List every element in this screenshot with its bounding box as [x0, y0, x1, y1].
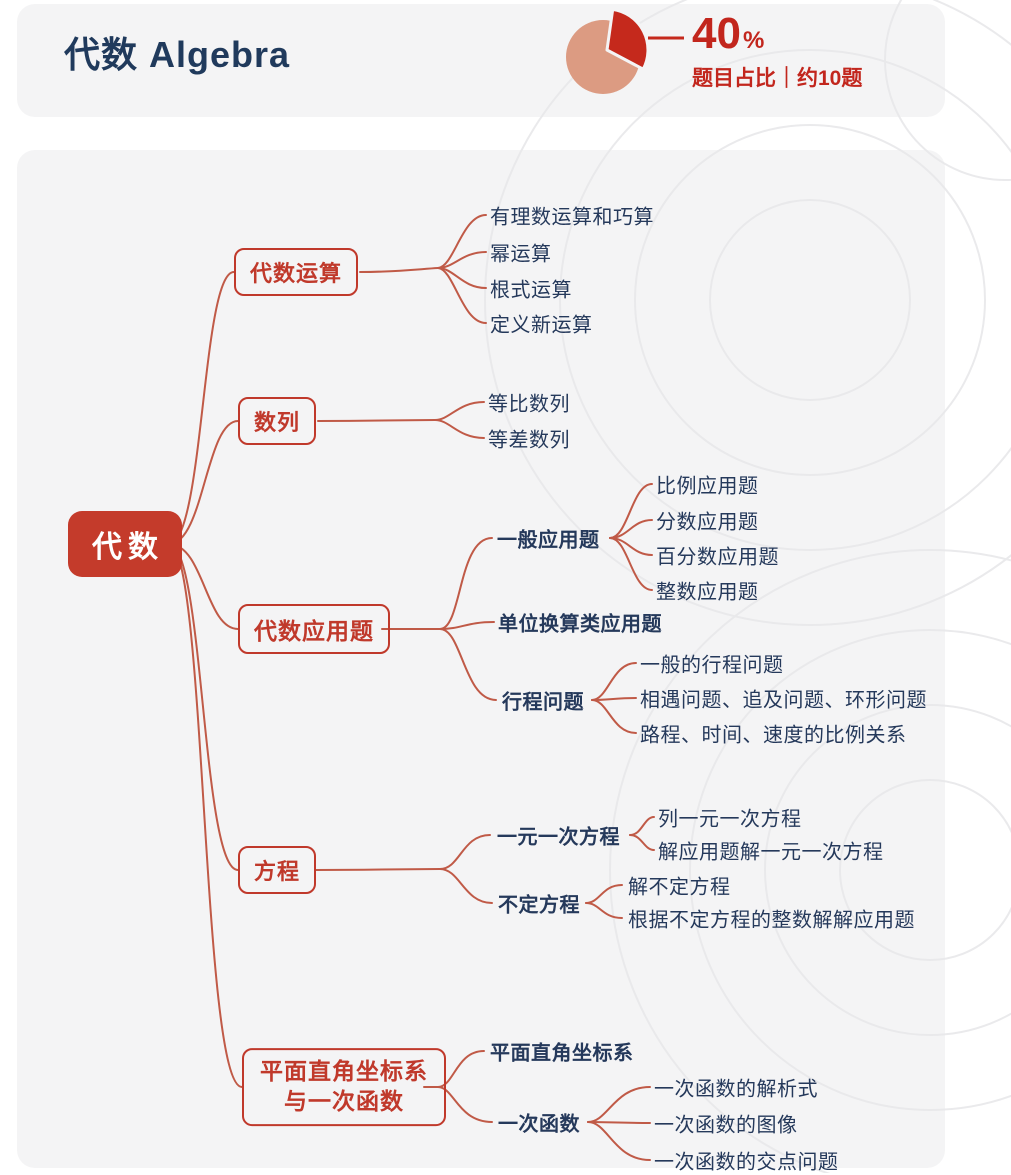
leaf-label: 一般的行程问题: [640, 654, 784, 677]
leaf-label: 一次函数的交点问题: [654, 1151, 839, 1174]
branch-label-line1: 平面直角坐标系: [260, 1058, 428, 1085]
topic-label: 根式运算: [490, 279, 572, 302]
pie-highlight-slice: [605, 7, 650, 71]
subtopic-label: 行程问题: [502, 691, 584, 714]
branch-node-word-problems: 代数应用题: [238, 604, 390, 654]
branch-node-equations: 方程: [238, 846, 317, 894]
percent-symbol: %: [742, 27, 765, 54]
subtopic-label: 一次函数: [498, 1113, 580, 1136]
leaf-label: 解应用题解一元一次方程: [658, 841, 884, 864]
subtopic-label: 单位换算类应用题: [498, 613, 662, 636]
subtopic-label: 平面直角坐标系: [490, 1042, 634, 1065]
pie-percent-value: 40 %: [692, 12, 764, 56]
topic-label: 等比数列: [488, 393, 570, 416]
subtopic-label: 一元一次方程: [497, 826, 620, 849]
leaf-label: 列一元一次方程: [658, 808, 802, 831]
leaf-label: 百分数应用题: [656, 546, 779, 569]
topic-label: 幂运算: [490, 243, 552, 266]
subtopic-label: 一般应用题: [497, 529, 600, 552]
branch-node-sequences: 数列: [238, 397, 317, 445]
topic-label: 有理数运算和巧算: [490, 206, 654, 229]
topic-label: 等差数列: [488, 429, 570, 452]
leaf-label: 相遇问题、追及问题、环形问题: [640, 689, 927, 712]
leaf-label: 整数应用题: [656, 581, 759, 604]
pie-chart: [566, 7, 684, 94]
page-title: 代数 Algebra: [64, 34, 291, 75]
branch-node-algebra-operations: 代数运算: [234, 248, 359, 296]
branch-label-line2: 与一次函数: [284, 1088, 404, 1114]
leaf-label: 一次函数的解析式: [654, 1078, 818, 1101]
branch-node-coordinate-linear-function: 平面直角坐标系 与一次函数: [242, 1048, 446, 1126]
leaf-label: 解不定方程: [628, 876, 731, 899]
mindmap-card: [17, 150, 945, 1168]
leaf-label: 分数应用题: [656, 511, 759, 534]
root-node: 代数: [68, 511, 182, 577]
leaf-label: 一次函数的图像: [654, 1114, 798, 1137]
leaf-label: 根据不定方程的整数解解应用题: [628, 909, 915, 932]
pie-caption: 题目占比｜约10题: [692, 67, 863, 90]
leaf-label: 路程、时间、速度的比例关系: [640, 724, 907, 747]
percent-number: 40: [692, 9, 741, 58]
subtopic-label: 不定方程: [498, 894, 580, 917]
leaf-label: 比例应用题: [656, 475, 759, 498]
topic-label: 定义新运算: [490, 314, 593, 337]
